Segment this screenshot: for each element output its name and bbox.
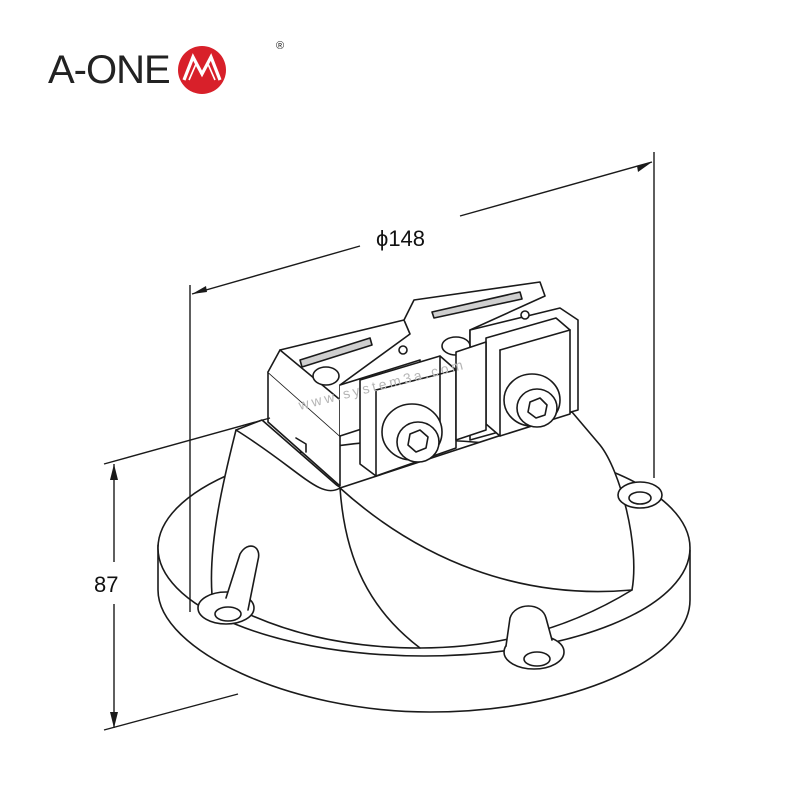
brand-name: A-ONE	[48, 48, 171, 92]
mounting-hole-back	[617, 481, 663, 509]
clamp-screw-left	[381, 403, 443, 463]
diameter-dim-line-a	[191, 245, 361, 295]
clamp-screw-right	[503, 373, 561, 428]
brand-logo-group: A-ONE	[48, 44, 228, 96]
mounting-hole-right	[503, 605, 565, 670]
height-ext-top	[103, 417, 271, 465]
registered-mark: ®	[276, 40, 285, 52]
dimension-arrows	[110, 162, 652, 728]
chuck-body	[210, 411, 635, 649]
diameter-dim-line-b	[459, 161, 653, 217]
height-label: 87	[94, 572, 118, 597]
spacer-plate	[455, 341, 487, 441]
diameter-label: ϕ148	[376, 226, 425, 251]
dimension-lines	[103, 152, 655, 731]
brand-emblem-icon	[176, 44, 228, 96]
mounting-hole-left	[197, 545, 260, 625]
height-ext-bottom	[103, 693, 239, 731]
